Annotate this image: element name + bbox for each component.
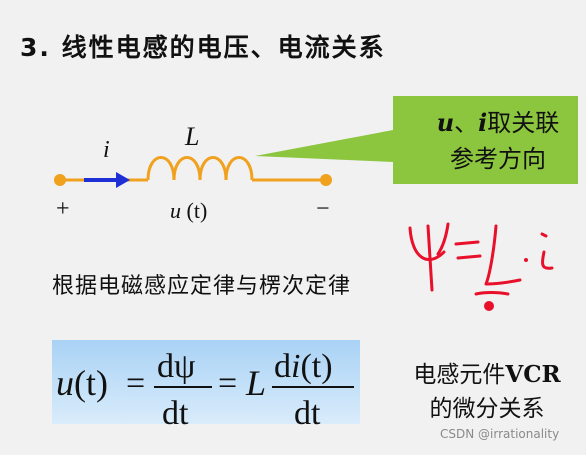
ink-equals [454,240,482,260]
ink-L [484,224,522,286]
terminal-left [54,174,66,186]
formula-lhs-t: (t) [74,363,108,403]
current-arrowhead [116,172,130,188]
voltage-u: u [170,198,181,223]
formula-num-1: dψ [157,348,195,385]
voltage-t: (t) [186,198,208,223]
voltage-label: u (t) [170,198,207,224]
ink-i [540,232,554,270]
callout-line1-rest: 取关联 [487,109,560,137]
formula-den-1: dt [162,395,189,432]
callout-line-2: 参考方向 [450,145,546,173]
vcr-prefix: 电感元件 [413,362,506,388]
vcr-line-1: 电感元件VCR [397,358,577,392]
ink-underline [474,291,510,296]
formula-lhs: u(t) [56,363,108,403]
callout-line-1: u、i取关联 [418,105,578,141]
vcr-caption: 电感元件VCR 的微分关系 [397,358,577,426]
formula-num2-d: d [274,348,291,385]
inductor-coil [146,156,254,181]
formula-num2-i: i [291,348,300,385]
vcr-bold: VCR [505,361,561,388]
callout-sep: 、 [454,109,479,137]
slide-title: 3. 线性电感的电压、电流关系 [20,33,386,62]
formula-den-2: dt [294,395,321,432]
ink-dot [524,258,528,262]
plus-terminal-label: + [56,196,70,222]
terminal-right [320,174,332,186]
law-text: 根据电磁感应定律与楞次定律 [52,274,352,299]
current-label: i [103,137,110,163]
formula-coef: L [245,363,266,403]
ink-psi [408,222,450,292]
callout-i: i [478,108,488,137]
inductor-label: L [185,122,200,151]
ink-blot [484,301,494,311]
callout-u: u [436,108,455,137]
vcr-line-2: 的微分关系 [429,396,545,422]
minus-terminal-label: − [316,196,330,222]
formula-num-2: di(t) [274,348,333,385]
formula-eq-1: = [126,365,145,402]
formula-lhs-u: u [56,363,74,403]
formula-box [52,340,360,424]
callout-shape [255,96,578,184]
formula-num2-t: (t) [300,348,332,385]
callout-text: u、i取关联 参考方向 [418,105,578,177]
watermark: CSDN @irrationality [440,427,560,441]
formula-eq-2: = [218,365,237,402]
